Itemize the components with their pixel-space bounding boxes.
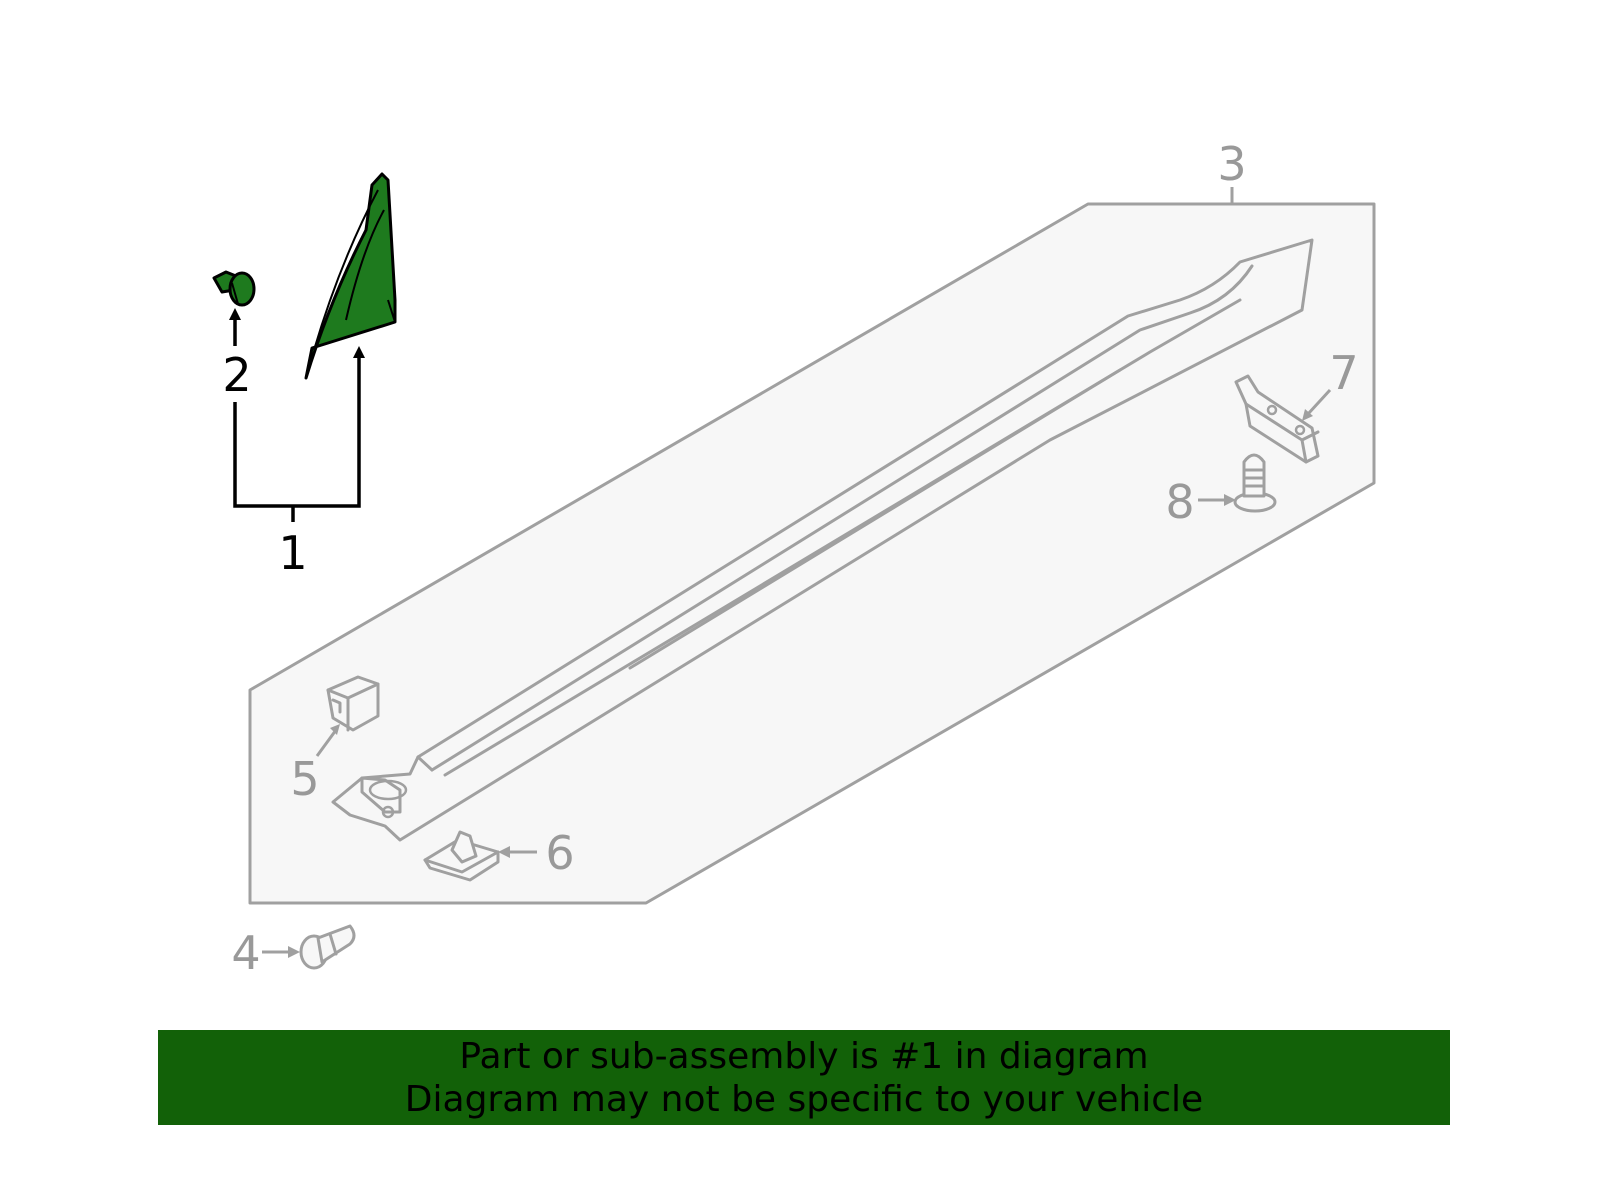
arrowhead-7 [1302,409,1313,421]
callout-6[interactable]: 6 [545,826,574,880]
callout-7[interactable]: 7 [1329,346,1358,400]
callout-5[interactable]: 5 [290,752,319,806]
callout-8[interactable]: 8 [1165,475,1194,529]
bracket-part-7[interactable] [1234,374,1320,464]
callout-3[interactable]: 3 [1217,137,1246,191]
arrowhead-6 [498,846,510,858]
leader-7 [1306,388,1332,416]
callout-2[interactable]: 2 [222,348,251,402]
arrowhead-8 [1224,494,1236,506]
banner-line-2: Diagram may not be specific to your vehi… [404,1078,1204,1120]
arrowhead-4 [288,946,300,958]
clip-part-5[interactable] [326,675,380,732]
clip-part-4[interactable] [299,924,356,970]
clip-part-6[interactable] [423,830,500,882]
clip-part-2[interactable] [212,270,256,307]
rocker-molding-part-3[interactable] [331,238,1314,842]
leader-1-bracket [233,357,361,508]
arrowhead-5 [330,724,340,735]
push-clip-part-8[interactable] [1233,453,1277,513]
banner-line-1: Part or sub-assembly is #1 in diagram [459,1035,1149,1077]
leader-5 [315,729,338,757]
arrowhead-2 [229,308,241,320]
callout-4[interactable]: 4 [231,926,260,980]
callout-1[interactable]: 1 [278,526,307,580]
info-banner: Part or sub-assembly is #1 in diagram Di… [158,1030,1450,1125]
arrowhead-1 [353,346,365,358]
trim-panel-part-1[interactable] [304,172,397,380]
